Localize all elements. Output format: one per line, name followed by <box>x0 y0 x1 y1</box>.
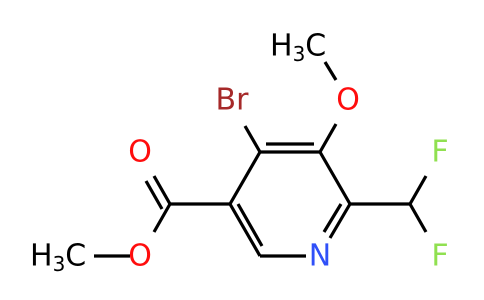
bond-c2-n-double <box>322 203 343 233</box>
atom-fluorine-top: F <box>431 135 448 170</box>
bond-c4-br <box>243 125 262 153</box>
bond-c-oester <box>152 203 172 233</box>
atom-bromine: Br <box>216 83 250 118</box>
ring-bonds <box>228 142 352 258</box>
bond-c3-o <box>318 123 338 153</box>
bond-cf-f-top <box>408 175 428 205</box>
atom-nitrogen-ring: N <box>309 239 331 274</box>
atom-methyl-ester-sub: 3 <box>53 252 66 276</box>
atom-methyl-ester: H3C <box>30 239 86 277</box>
atom-methyl-methoxy-h: H <box>270 29 293 64</box>
bond-c2-n <box>328 203 352 239</box>
atom-oxygen-carbonyl: O <box>128 135 152 170</box>
bond-cf-f-bottom <box>408 203 428 233</box>
bond-c5-c4 <box>228 151 262 205</box>
substituent-bonds <box>94 61 428 258</box>
atom-fluorine-bottom: F <box>431 239 448 274</box>
atom-methyl-methoxy-sub: 3 <box>293 42 306 66</box>
bond-c6-c5-double <box>236 203 264 247</box>
bond-c3-c2 <box>318 151 352 205</box>
bond-c6-c5 <box>228 203 262 257</box>
atom-methyl-ester-c: C <box>65 239 86 274</box>
atom-methyl-ester-h: H <box>30 239 53 274</box>
atom-oxygen-ester: O <box>128 239 152 274</box>
bond-carbonyl-double-a <box>152 175 172 205</box>
atom-oxygen-methoxy: O <box>336 83 360 118</box>
bond-carbonyl-double-b <box>144 180 164 210</box>
bond-o-ch3 <box>323 61 338 81</box>
atom-methyl-methoxy: H3C <box>270 29 326 67</box>
atom-labels: Br O H3C F F N O O H3C <box>30 29 449 277</box>
atom-methyl-methoxy-c: C <box>305 29 326 64</box>
